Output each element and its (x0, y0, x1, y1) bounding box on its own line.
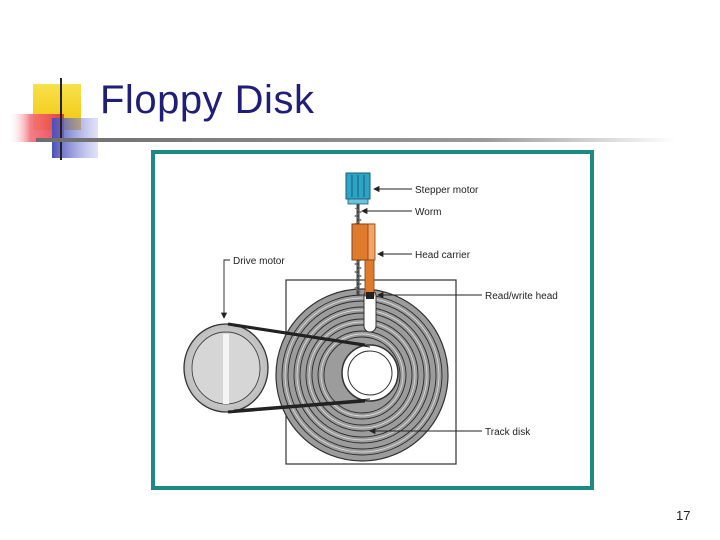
track-disk (275, 288, 449, 462)
title-rule (36, 138, 676, 142)
label-track-disk: Track disk (485, 427, 531, 438)
label-head-carrier: Head carrier (415, 250, 471, 261)
drive-belt (227, 322, 371, 414)
stepper-motor (345, 172, 371, 205)
label-read-write-head: Read/write head (485, 291, 558, 302)
label-stepper-motor: Stepper motor (415, 185, 479, 196)
slide-number: 17 (676, 508, 691, 523)
label-worm: Worm (415, 207, 441, 218)
drive-pulley (183, 323, 269, 413)
page-title: Floppy Disk (100, 78, 315, 122)
label-drive-motor: Drive motor (233, 256, 285, 267)
read-write-head (366, 292, 374, 299)
callout-lines (220, 185, 482, 435)
